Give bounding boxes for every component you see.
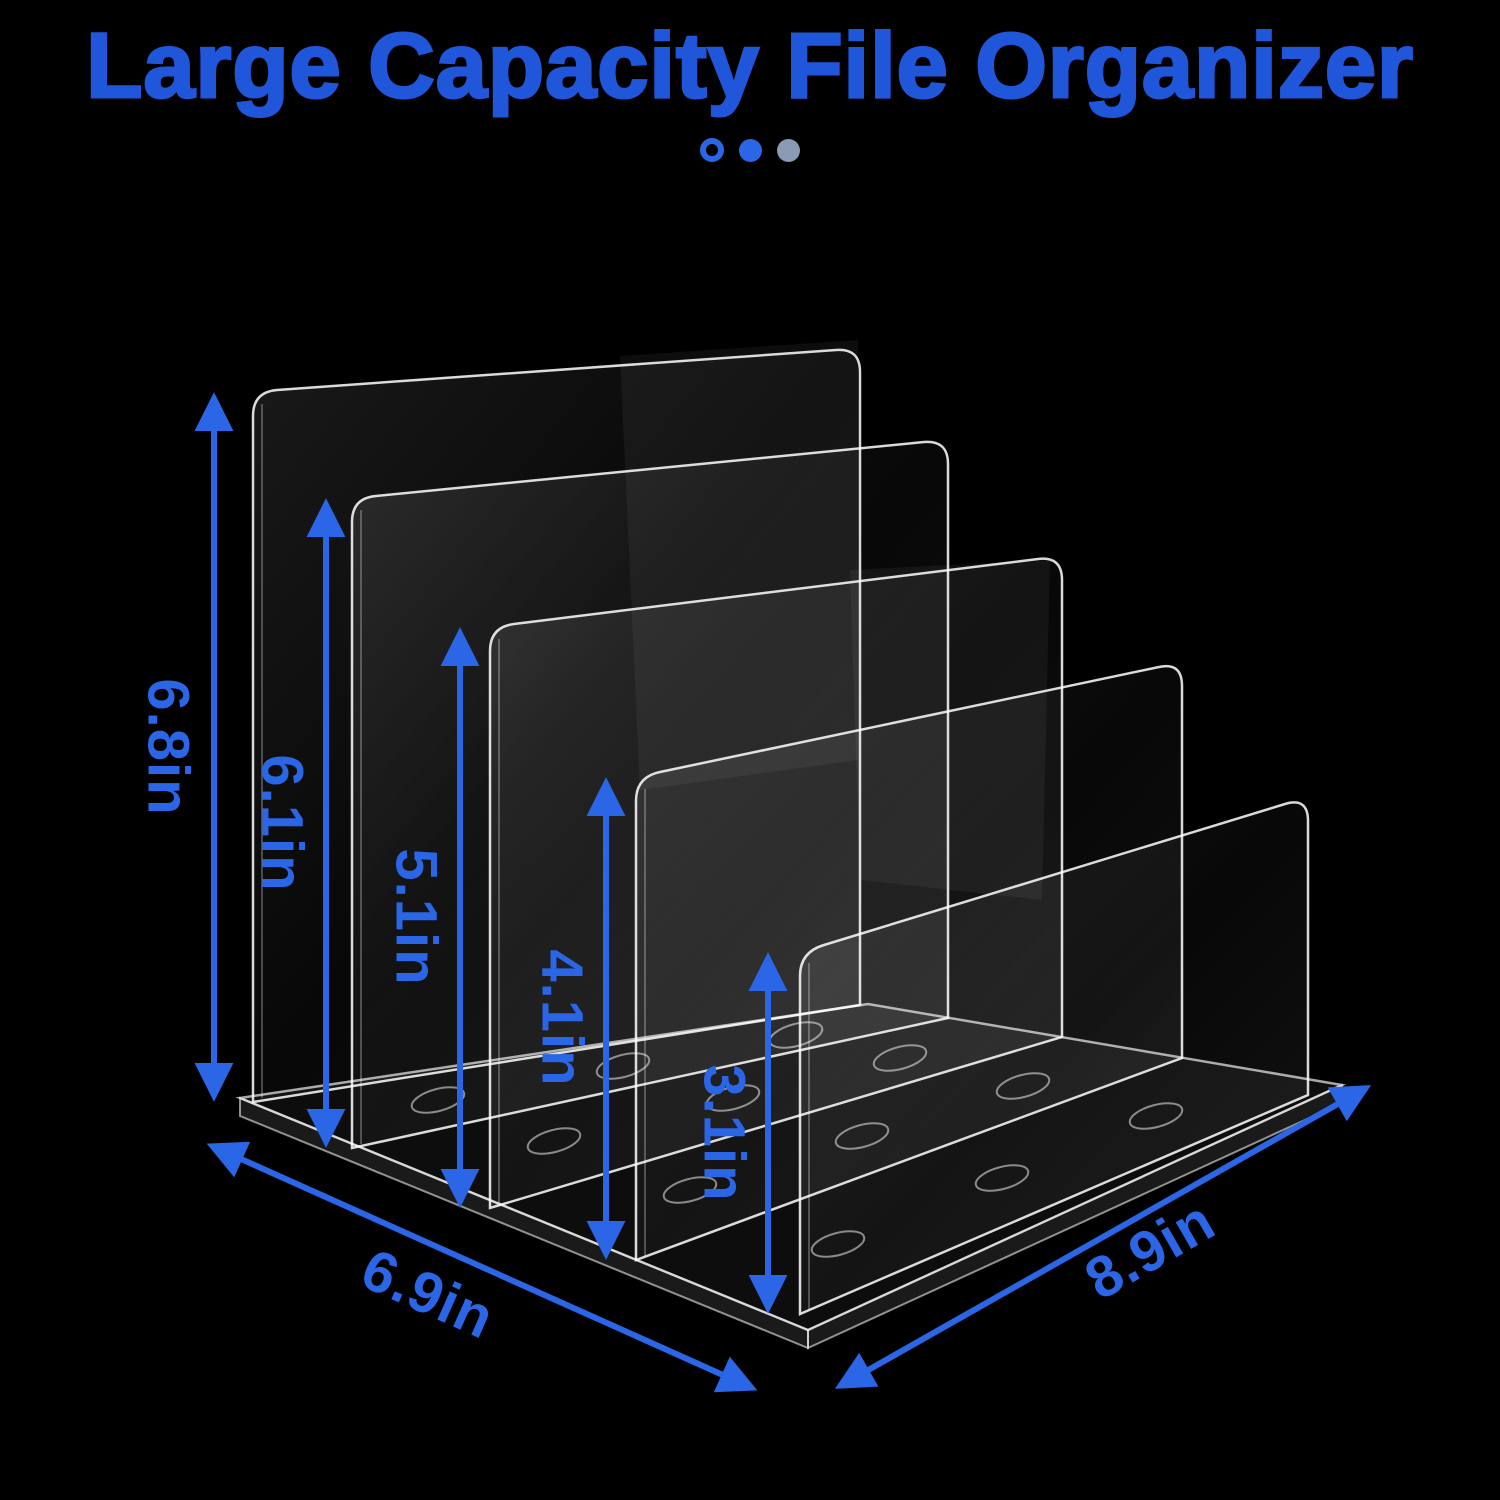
dimension-label-4-1: 4.1in [530,949,595,1086]
dimension-label-5-1: 5.1in [384,848,449,985]
dimension-arrow-width [834,1085,1372,1389]
carousel-dot-1 [700,138,724,162]
dimension-label-depth: 6.9in [352,1236,504,1351]
carousel-dot-3 [777,138,800,162]
dimension-label-3-1: 3.1in [692,1064,757,1201]
carousel-dots [0,138,1500,162]
dimension-label-6-8: 6.8in [136,678,201,815]
dimension-label-6-1: 6.1in [250,754,315,891]
carousel-dot-2 [739,138,762,162]
dimension-arrow-depth [206,1141,758,1393]
page-title: Large Capacity File Organizer [85,14,1415,119]
